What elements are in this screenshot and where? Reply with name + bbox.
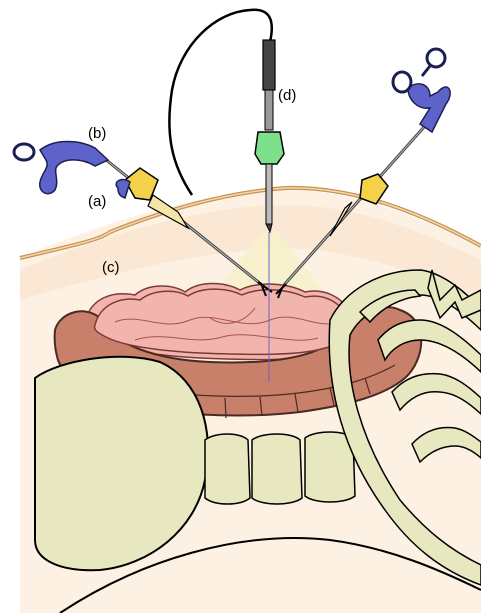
grasper-left-icon — [14, 142, 130, 199]
camera-cable — [169, 10, 271, 195]
label-a: (a) — [88, 193, 106, 210]
grasper-right-icon — [393, 49, 450, 132]
label-c: (c) — [102, 259, 120, 276]
label-b: (b) — [88, 125, 106, 142]
vertebrae — [205, 432, 355, 504]
label-d: (d) — [278, 87, 296, 104]
